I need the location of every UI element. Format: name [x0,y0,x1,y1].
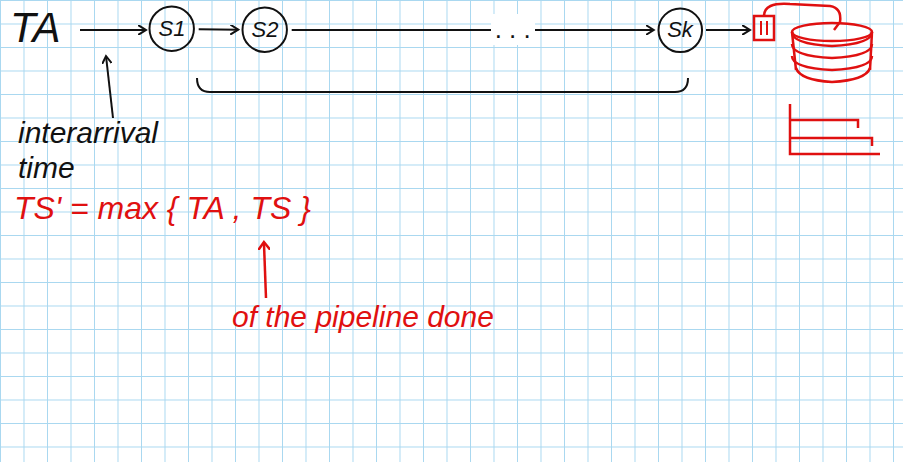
bar-sketch [790,104,880,154]
note-text: of the pipeline done [232,300,494,335]
note-text: TA [10,4,61,52]
stage-circle: Sk [657,7,704,54]
disk-stack [792,23,872,82]
flow-arrow [199,28,239,30]
stage-name: S2 [252,17,279,43]
note-text: TS' = max { TA , TS } [14,190,311,227]
stage-name: Sk [667,17,693,43]
stage-circle: S2 [241,6,288,53]
stage-bracket [197,78,688,92]
stage-circle: S1 [148,5,195,52]
output-arrow [706,29,750,31]
box-mark [760,21,762,35]
stage-name: S1 [159,16,186,42]
output-box [754,16,774,40]
box-mark [766,21,768,35]
flow-arrow [292,29,654,31]
pointer-arrow [106,56,113,118]
note-text: interarrival time [18,116,198,185]
input-arrow [80,29,146,31]
note-arrow [264,244,266,298]
edge-label: . . . [491,14,535,45]
